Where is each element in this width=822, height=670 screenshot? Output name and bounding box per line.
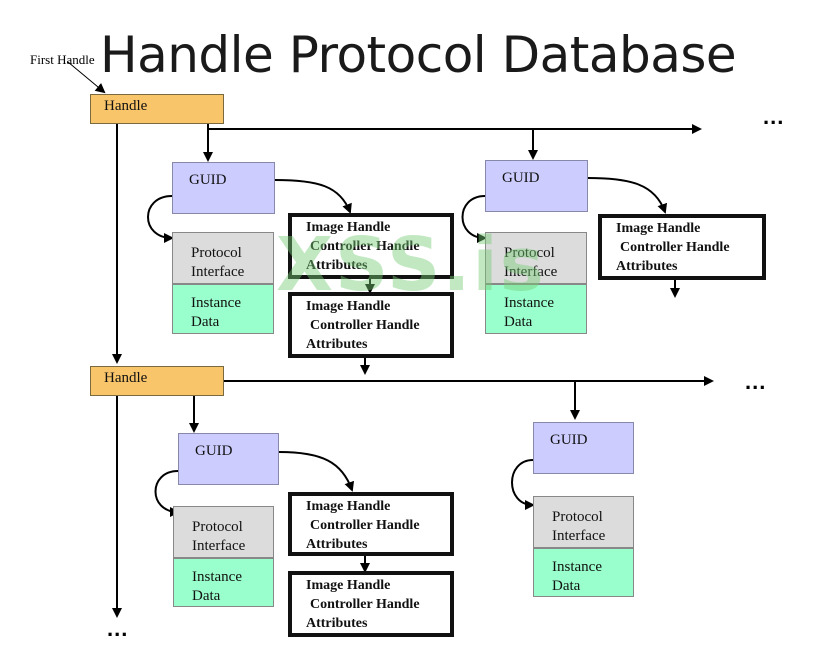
protocol-interface-box-2: Protocol Interface — [485, 232, 587, 284]
attributes-box-1: Image Handle Controller Handle Attribute… — [288, 213, 454, 279]
guid-to-attr-arrow-3 — [278, 451, 355, 492]
handle-box-1: Handle — [90, 94, 224, 124]
guid-to-interface-arrow-4 — [511, 459, 535, 510]
guid-box-2: GUID — [485, 160, 588, 212]
attributes-line-3: Attributes — [306, 337, 368, 352]
guid-to-interface-arrow-2 — [461, 195, 487, 243]
guid-to-attr-arrow-1 — [274, 179, 352, 214]
attributes-line-1: Image Handle — [306, 220, 391, 235]
guid-to-interface-arrow-3 — [154, 470, 180, 517]
protocol-interface-box-4: Protocol Interface — [533, 496, 634, 548]
attributes-box-4: Image Handle Controller Handle Attribute… — [288, 492, 454, 556]
instance-data-line-2: Data — [192, 588, 221, 604]
ellipsis-top-right: ... — [763, 104, 785, 129]
protocol-interface-box-1: Protocol Interface — [172, 232, 274, 284]
attributes-line-1: Image Handle — [306, 299, 391, 314]
attributes-line-2: Controller Handle — [310, 518, 420, 533]
instance-data-box-3: Instance Data — [173, 558, 274, 607]
attributes-line-1: Image Handle — [306, 578, 391, 593]
handle-box-2: Handle — [90, 366, 224, 396]
instance-data-line-1: Instance — [552, 559, 602, 575]
attributes-line-2: Controller Handle — [310, 318, 420, 333]
instance-data-line-2: Data — [552, 578, 581, 594]
first-handle-pointer — [67, 61, 106, 94]
first-handle-label: First Handle — [30, 52, 95, 67]
protocol-interface-line-2: Interface — [192, 538, 246, 554]
protocol-interface-line-1: Protocol — [191, 245, 242, 261]
guid-box-4: GUID — [533, 422, 634, 474]
attributes-box-2: Image Handle Controller Handle Attribute… — [288, 292, 454, 358]
guid-label: GUID — [189, 172, 227, 188]
page-title: Handle Protocol Database — [100, 26, 737, 84]
protocol-interface-line-1: Protocol — [552, 509, 603, 525]
protocol-interface-line-1: Protocol — [192, 519, 243, 535]
handle-label: Handle — [104, 98, 148, 114]
instance-data-line-1: Instance — [504, 295, 554, 311]
guid-label: GUID — [550, 432, 588, 448]
protocol-interface-line-2: Interface — [191, 264, 245, 280]
protocol-interface-line-1: Protocol — [504, 245, 555, 261]
instance-data-box-1: Instance Data — [172, 284, 274, 334]
attributes-line-2: Controller Handle — [310, 239, 420, 254]
attributes-box-3: Image Handle Controller Handle Attribute… — [598, 214, 766, 280]
protocol-interface-line-2: Interface — [504, 264, 558, 280]
attributes-line-1: Image Handle — [306, 499, 391, 514]
protocol-interface-box-3: Protocol Interface — [173, 506, 274, 558]
instance-data-box-4: Instance Data — [533, 548, 634, 597]
ellipsis-bottom-left: ... — [107, 616, 129, 641]
attributes-line-2: Controller Handle — [620, 240, 730, 255]
instance-data-box-2: Instance Data — [485, 284, 587, 334]
attributes-box-5: Image Handle Controller Handle Attribute… — [288, 571, 454, 637]
handle-label: Handle — [104, 370, 148, 386]
guid-to-interface-arrow-1 — [147, 195, 174, 243]
instance-data-line-1: Instance — [191, 295, 241, 311]
guid-to-attr-arrow-2 — [587, 177, 668, 214]
guid-label: GUID — [502, 170, 540, 186]
attributes-line-1: Image Handle — [616, 221, 701, 236]
instance-data-line-2: Data — [191, 314, 220, 330]
attributes-line-3: Attributes — [306, 537, 368, 552]
attributes-line-3: Attributes — [306, 616, 368, 631]
ellipsis-middle-right: ... — [745, 369, 767, 394]
attributes-line-3: Attributes — [306, 258, 368, 273]
guid-box-3: GUID — [178, 433, 279, 485]
attributes-line-2: Controller Handle — [310, 597, 420, 612]
protocol-interface-line-2: Interface — [552, 528, 606, 544]
instance-data-line-1: Instance — [192, 569, 242, 585]
guid-box-1: GUID — [172, 162, 275, 214]
attributes-line-3: Attributes — [616, 259, 678, 274]
instance-data-line-2: Data — [504, 314, 533, 330]
guid-label: GUID — [195, 443, 233, 459]
